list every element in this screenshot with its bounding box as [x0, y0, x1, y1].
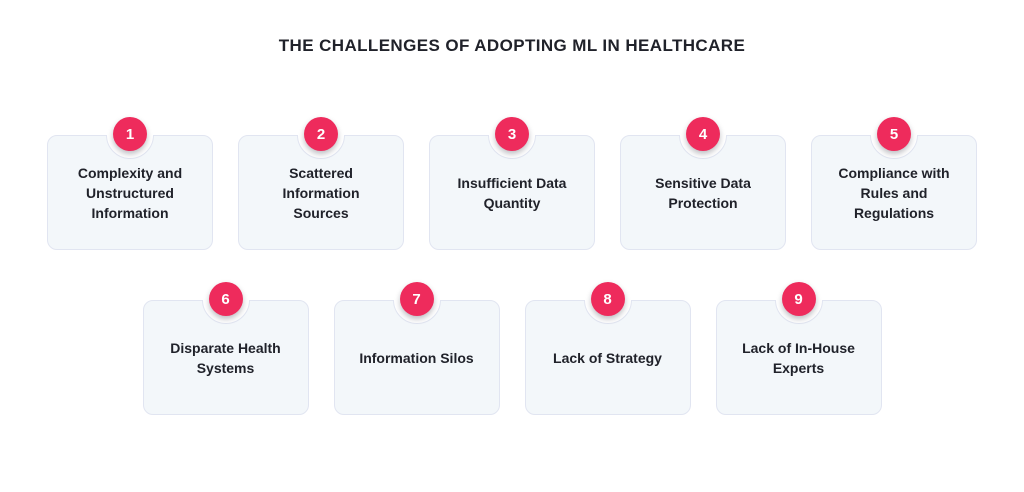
card-row-1: 1 Complexity and Unstructured Informatio… [0, 117, 1024, 250]
challenge-label: Lack of Strategy [553, 349, 662, 366]
number-badge: 2 [304, 117, 338, 151]
challenge-card: 1 Complexity and Unstructured Informatio… [47, 117, 213, 250]
challenge-card: 8 Lack of Strategy [524, 282, 691, 415]
number-badge: 5 [877, 117, 911, 151]
challenge-card: 4 Sensitive Data Protection [620, 117, 786, 250]
challenge-label: Information Silos [359, 349, 474, 366]
badge-number: 5 [889, 125, 899, 143]
badge-number: 2 [316, 125, 326, 143]
challenge-label: Disparate Health Systems [170, 339, 281, 376]
badge-number: 1 [125, 125, 135, 143]
badge-number: 7 [412, 290, 421, 308]
challenge-card: 7 Information Silos [333, 282, 500, 415]
challenge-card: 9 Lack of In-House Experts [715, 282, 882, 415]
badge-number: 3 [507, 125, 517, 143]
badge-number: 8 [603, 290, 612, 308]
challenge-label: Compliance with Rules and Regulations [838, 164, 950, 221]
number-badge: 9 [781, 282, 816, 316]
challenge-label: Insufficient Data Quantity [457, 174, 567, 211]
number-badge: 3 [495, 117, 529, 151]
number-badge: 7 [399, 282, 434, 316]
number-badge: 8 [590, 282, 625, 316]
number-badge: 6 [208, 282, 243, 316]
challenge-card: 6 Disparate Health Systems [142, 282, 309, 415]
challenge-label: Scattered Information Sources [282, 164, 360, 221]
badge-number: 6 [221, 290, 230, 308]
card-row-2: 6 Disparate Health Systems 7 Information… [0, 282, 1024, 415]
challenge-card: 3 Insufficient Data Quantity [429, 117, 595, 250]
badge-number: 4 [698, 125, 708, 143]
challenge-label: Sensitive Data Protection [655, 174, 751, 211]
challenge-label: Lack of In-House Experts [742, 339, 855, 376]
challenge-card: 5 Compliance with Rules and Regulations [811, 117, 977, 250]
page-title: THE CHALLENGES OF ADOPTING ML IN HEALTHC… [278, 36, 746, 55]
number-badge: 1 [113, 117, 147, 151]
number-badge: 4 [686, 117, 720, 151]
badge-number: 9 [794, 290, 803, 308]
challenge-label: Complexity and Unstructured Information [77, 164, 183, 221]
challenge-card: 2 Scattered Information Sources [238, 117, 404, 250]
